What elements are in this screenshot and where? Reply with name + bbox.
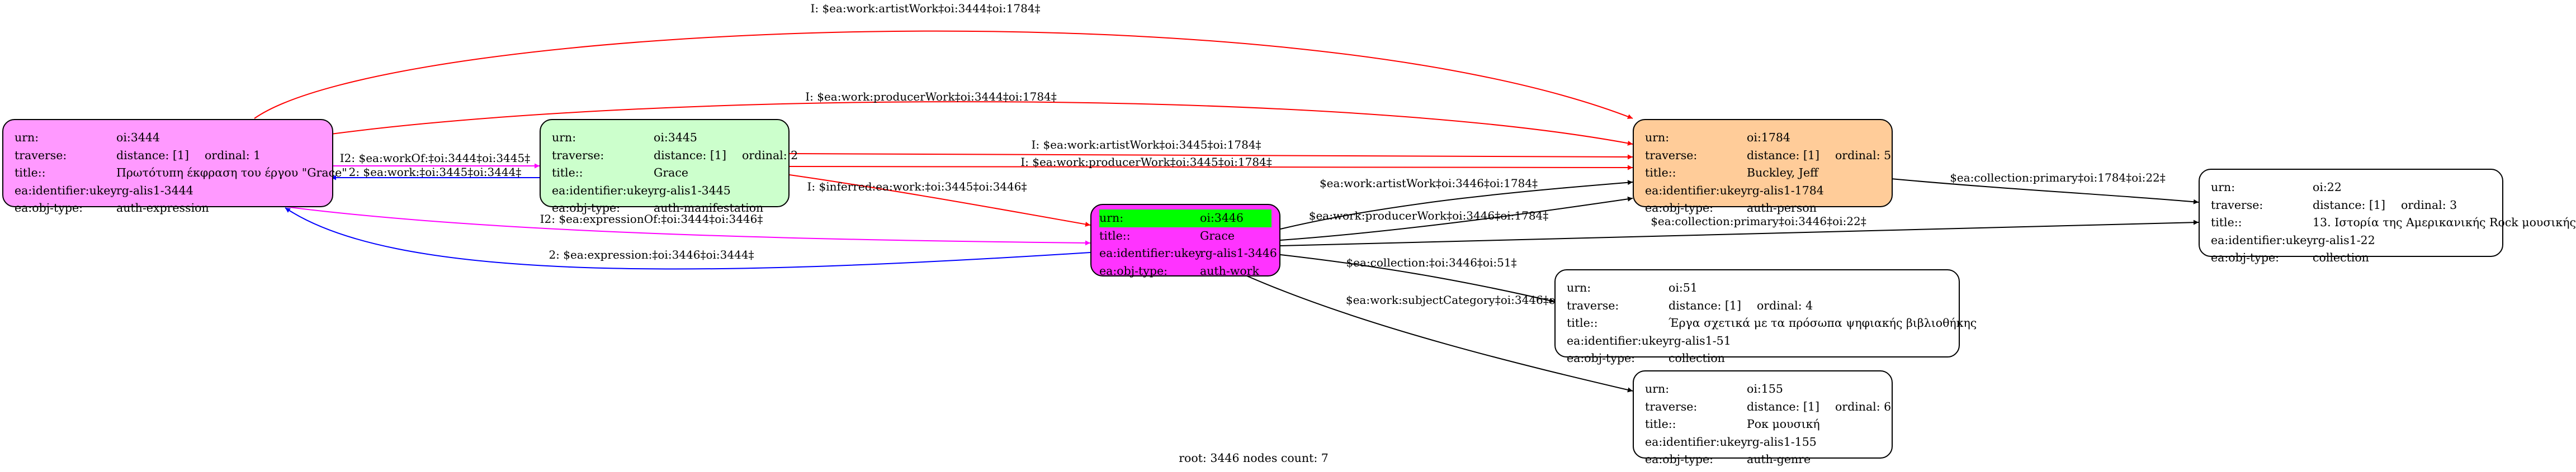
field-title: title::Έργα σχετικά με τα πρόσωπα ψηφιακ…: [1567, 316, 1977, 330]
field-obj-type: ea:obj-type:auth-work: [1099, 264, 1259, 278]
edge-label-collection-primary-3446: $ea:collection:primary‡oi:3446‡oi:22‡: [1651, 214, 1866, 228]
field-obj-type: ea:obj-type:auth-manifestation: [552, 201, 764, 214]
field-title: title::Buckley, Jeff: [1645, 166, 1818, 179]
edge-producerwork-3444-1784: [330, 101, 1633, 146]
field-urn: urn:oi:51: [1567, 281, 1698, 294]
edge-label-workof: I2: $ea:workOf:‡oi:3444‡oi:3445‡: [340, 151, 530, 165]
edge-label-expressionof: I2: $ea:expressionOf:‡oi:3444‡oi:3446‡: [540, 212, 763, 226]
edge-producerwork-3446-1784: [1280, 196, 1633, 241]
edge-label-artistwork-3446: $ea:work:artistWork‡oi:3446‡oi:1784‡: [1320, 177, 1538, 190]
edge-label-collection-primary-1784: $ea:collection:primary‡oi:1784‡oi:22‡: [1950, 171, 2166, 184]
edge-label-artistwork-3445: I: $ea:work:artistWork‡oi:3445‡oi:1784‡: [1031, 138, 1261, 151]
field-traverse: traverse:distance: [1]ordinal: 2: [552, 148, 798, 162]
node-22[interactable]: urn:oi:22 traverse:distance: [1]ordinal:…: [2199, 169, 2576, 264]
edge-artistwork-3446-1784: [1280, 180, 1633, 230]
field-obj-type: ea:obj-type:auth-genre: [1645, 452, 1811, 466]
edge-layer: I: $ea:work:artistWork‡oi:3444‡oi:1784‡ …: [254, 2, 2199, 393]
node-51[interactable]: urn:oi:51 traverse:distance: [1]ordinal:…: [1554, 269, 1977, 365]
field-obj-type: ea:obj-type:auth-expression: [15, 201, 209, 214]
edge-expressionof-3444-3446: [285, 206, 1091, 246]
edge-label-collection-3446-51: $ea:collection:‡oi:3446‡oi:51‡: [1346, 256, 1516, 269]
field-traverse: traverse:distance: [1]ordinal: 4: [1567, 298, 1813, 312]
field-urn: urn:oi:155: [1645, 382, 1783, 395]
edge-label-artistwork-3444: I: $ea:work:artistWork‡oi:3444‡oi:1784‡: [810, 2, 1040, 15]
edge-label-work: 2: $ea:work:‡oi:3445‡oi:3444‡: [349, 165, 522, 179]
edge-label-inferred: I: $inferred:ea:work:‡oi:3445‡oi:3446‡: [807, 180, 1027, 193]
field-urn: urn:oi:3444: [15, 131, 160, 144]
field-urn: urn:oi:1784: [1645, 131, 1790, 144]
edge-artistwork-3444-1784: [254, 30, 1633, 119]
field-urn: urn:oi:3446: [1099, 209, 1272, 227]
field-traverse: traverse:distance: [1]ordinal: 1: [15, 148, 261, 162]
edge-producerwork-3445-1784: [789, 165, 1633, 170]
edge-label-producerwork-3445: I: $ea:work:producerWork‡oi:3445‡oi:1784…: [1020, 155, 1272, 169]
edge-collection-primary-1784-22: [1890, 178, 2199, 204]
edge-label-expression: 2: $ea:expression:‡oi:3446‡oi:3444‡: [549, 248, 754, 261]
field-title: title::Πρωτότυπη έκφραση του έργου "Grac…: [15, 166, 347, 179]
field-title: title::Grace: [1099, 228, 1235, 242]
field-traverse: traverse:distance: [1]ordinal: 6: [1645, 399, 1892, 413]
field-obj-type: ea:obj-type:collection: [2211, 251, 2369, 264]
edge-label-producerwork-3444: I: $ea:work:producerWork‡oi:3444‡oi:1784…: [805, 90, 1057, 103]
node-155[interactable]: urn:oi:155 traverse:distance: [1]ordinal…: [1633, 370, 1893, 466]
node-3446-root[interactable]: urn:oi:3446 title::Grace ea:identifier:u…: [1090, 204, 1280, 278]
graph-footer: root: 3446 nodes count: 7: [1179, 451, 1329, 465]
edge-subjectcategory-3446-155: [1246, 275, 1633, 393]
edge-collection-3446-51: [1280, 254, 1555, 303]
field-title: title::13. Ιστορία της Αμερικανικής Rock…: [2211, 216, 2576, 229]
field-title: title::Grace: [552, 166, 689, 179]
edge-expression-3446-3444: [285, 207, 1091, 270]
node-3445[interactable]: urn:oi:3445 traverse:distance: [1]ordina…: [540, 119, 798, 214]
field-traverse: traverse:distance: [1]ordinal: 5: [1645, 148, 1892, 162]
field-traverse: traverse:distance: [1]ordinal: 3: [2211, 198, 2457, 212]
edge-label-subjectcategory: $ea:work:subjectCategory‡oi:3446‡oi:155‡: [1346, 293, 1590, 307]
node-1784[interactable]: urn:oi:1784 traverse:distance: [1]ordina…: [1633, 119, 1893, 214]
field-title: title::Ροκ μουσική: [1645, 417, 1820, 431]
field-obj-type: ea:obj-type:collection: [1567, 351, 1725, 365]
field-urn: urn:oi:22: [2211, 180, 2342, 194]
edge-label-producerwork-3446: $ea:work:producerWork‡oi:3446‡oi:1784‡: [1309, 209, 1549, 222]
field-urn: urn:oi:3445: [552, 131, 697, 144]
node-3444[interactable]: urn:oi:3444 traverse:distance: [1]ordina…: [2, 119, 347, 214]
edge-inferred-3445-3446: [789, 174, 1091, 227]
edge-artistwork-3445-1784: [789, 153, 1633, 160]
field-obj-type: ea:obj-type:auth-person: [1645, 201, 1817, 214]
